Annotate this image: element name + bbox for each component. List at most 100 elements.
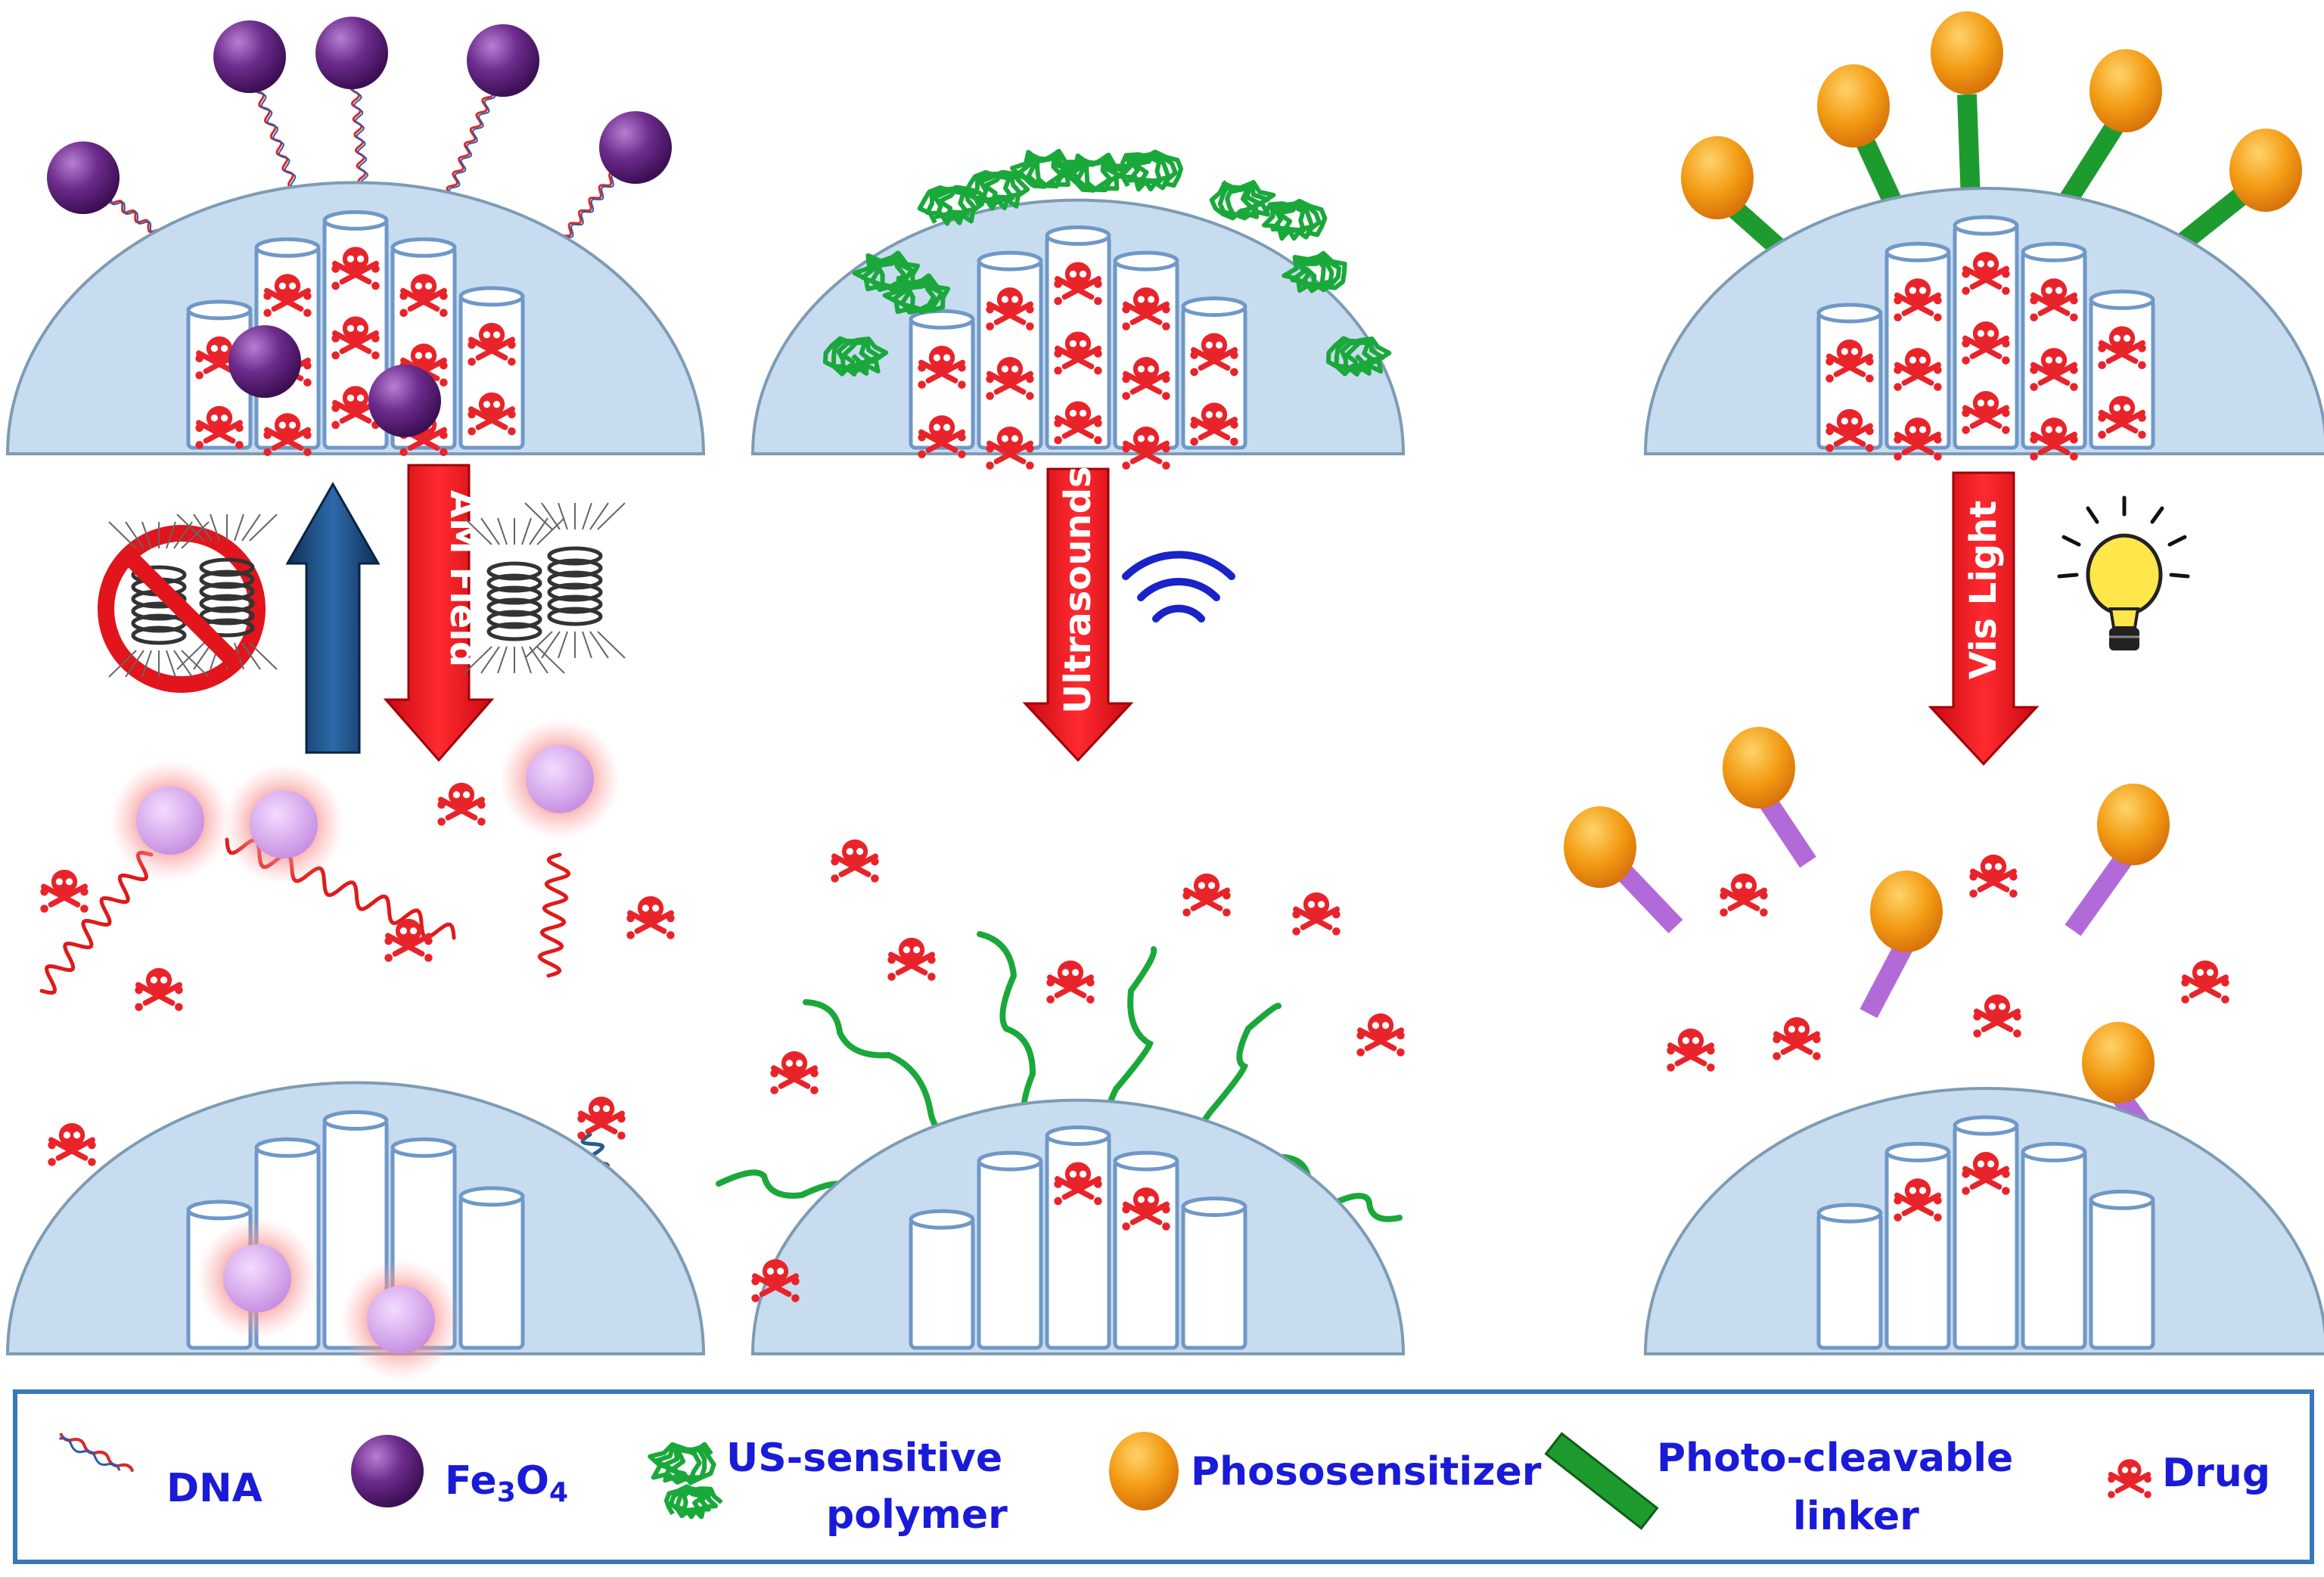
field-line xyxy=(582,502,592,530)
field-line xyxy=(480,517,500,545)
field-line xyxy=(125,650,144,678)
pore-rim xyxy=(390,1137,457,1158)
drug-icon xyxy=(1356,1013,1406,1057)
field-line xyxy=(497,517,508,545)
coil-turn xyxy=(199,570,255,589)
vis-light-arrow: Vis Light xyxy=(1928,471,2040,766)
pore-rim xyxy=(390,237,457,258)
drug-icon xyxy=(1972,994,2022,1038)
am-field-arrow: AM Field xyxy=(383,464,495,762)
pore-rim xyxy=(1884,1141,1951,1163)
ultrasound-label: Ultrasounds xyxy=(1057,466,1099,713)
photosensitizer xyxy=(1870,871,1943,952)
pore xyxy=(2021,1150,2087,1350)
field-line xyxy=(181,650,210,678)
coil-turn xyxy=(486,573,542,593)
dna-strand xyxy=(39,851,154,995)
pore xyxy=(1816,1211,1883,1350)
drug-icon xyxy=(134,967,184,1011)
pore xyxy=(458,294,525,450)
pore-rim xyxy=(2089,1189,2155,1210)
field-line xyxy=(193,514,213,542)
polymer-coil xyxy=(1325,336,1392,377)
pore-rim xyxy=(322,1110,389,1131)
coil-turn xyxy=(199,557,255,577)
photosensitizer xyxy=(2097,784,2170,865)
pore-rim xyxy=(2021,1141,2087,1163)
dome-light-loaded xyxy=(1643,187,2324,461)
coil-turn xyxy=(547,558,603,578)
photosensitizer xyxy=(2229,129,2302,212)
photo-cleavable-linker xyxy=(1957,94,1981,201)
drug-icon xyxy=(626,896,676,939)
coil-turn xyxy=(547,582,603,602)
field-line xyxy=(582,631,592,659)
pore-rim xyxy=(1113,250,1179,272)
field-line xyxy=(536,646,565,674)
pore-rim xyxy=(2089,289,2155,310)
field-line xyxy=(176,642,205,670)
pore xyxy=(458,1194,525,1350)
fe3o4-nanoparticle xyxy=(467,24,539,97)
return-arrow xyxy=(285,481,381,754)
drug-icon xyxy=(887,937,937,981)
field-line xyxy=(521,517,532,545)
fe3o4-nanoparticle xyxy=(47,141,120,214)
field-line xyxy=(166,521,176,549)
drug-icon xyxy=(39,869,89,913)
pore-rim xyxy=(1953,215,2019,236)
field-line xyxy=(541,502,561,530)
photosensitizer xyxy=(1817,64,1890,147)
polymer-coil xyxy=(663,1484,723,1520)
fe3o4-nanoparticle xyxy=(315,17,388,89)
photosensitizer xyxy=(1564,806,1636,888)
pore-rim xyxy=(977,250,1043,272)
fe3o4-nanoparticle xyxy=(368,365,441,437)
legend-fe3o4-label: Fe3O4 xyxy=(445,1458,568,1508)
field-line xyxy=(589,502,609,530)
field-line xyxy=(497,646,508,674)
field-line xyxy=(241,514,261,542)
pore-rim xyxy=(186,300,253,321)
coil-turn xyxy=(199,594,255,613)
cleaved-linker xyxy=(1860,936,1915,1019)
drug-icon xyxy=(576,1096,626,1140)
field-line xyxy=(521,646,532,674)
pore-rim xyxy=(254,237,321,258)
field-line xyxy=(166,650,176,678)
drug-icon xyxy=(384,918,433,962)
field-line xyxy=(558,631,568,659)
legend-photosensitizer-icon xyxy=(1109,1432,1179,1510)
photosensitizer xyxy=(2082,1022,2155,1104)
dome-light-released xyxy=(1643,1087,2324,1355)
field-line xyxy=(541,631,561,659)
pore-rim xyxy=(909,1209,975,1230)
field-line xyxy=(464,646,492,674)
legend: DNA Fe3O4 US-sensitive polymer Phososens… xyxy=(13,1389,2314,1564)
active-field-icon xyxy=(464,502,626,674)
drug-icon xyxy=(1719,873,1769,917)
field-line xyxy=(536,517,565,545)
pore-rim xyxy=(1953,1115,2019,1136)
field-line xyxy=(597,631,626,659)
polymer-coil xyxy=(1262,198,1328,241)
field-line xyxy=(241,642,261,670)
field-line xyxy=(597,502,626,530)
drug-icon xyxy=(1968,854,2018,898)
photosensitizer xyxy=(2089,49,2162,132)
field-line xyxy=(480,646,500,674)
fe3o4-heated-nanoparticle xyxy=(526,745,594,813)
field-line xyxy=(108,521,137,549)
drug-icon xyxy=(769,1051,819,1094)
field-line xyxy=(125,521,144,549)
fe3o4-nanoparticle xyxy=(599,111,672,184)
photo-cleavable-linker xyxy=(2057,116,2127,210)
legend-photosensitizer-label: Phososensitizer xyxy=(1191,1449,1542,1495)
pore-rim xyxy=(458,1186,525,1207)
field-line xyxy=(249,642,278,670)
polymer-coil xyxy=(1118,149,1184,192)
legend-polymer-line1: US-sensitive xyxy=(726,1436,1002,1481)
drug-icon xyxy=(1045,960,1095,1004)
ultrasound-wave-icon xyxy=(1122,551,1235,622)
field-line xyxy=(108,650,137,678)
